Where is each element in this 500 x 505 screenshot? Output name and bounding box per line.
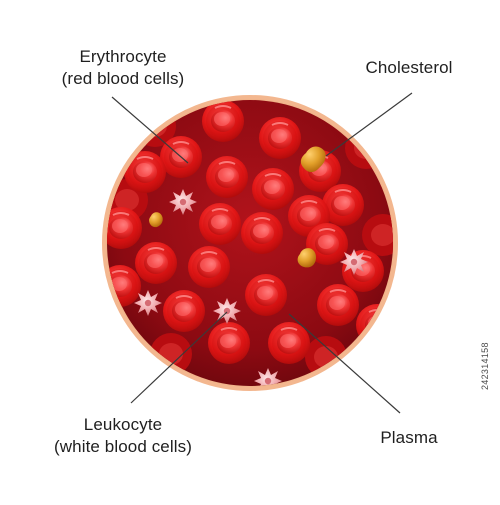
leukocyte-label-line1: Leukocyte (83, 415, 163, 434)
cholesterol-label: Cholesterol (349, 57, 469, 79)
leukocyte-label: Leukocyte (white blood cells) (18, 414, 228, 458)
cholesterol-particle (300, 146, 326, 173)
erythrocyte (201, 100, 245, 143)
erythrocyte-label: Erythrocyte (red blood cells) (33, 46, 213, 90)
blood-cells-field (107, 100, 393, 386)
stock-id-watermark: 242314158 (480, 342, 490, 390)
leukocyte-label-line2: (white blood cells) (54, 437, 192, 456)
erythrocyte-label-line2: (red blood cells) (61, 69, 185, 88)
cholesterol-pointer-line (325, 92, 413, 157)
erythrocyte (205, 155, 249, 199)
erythrocyte (198, 202, 242, 246)
cholesterol-particle (297, 248, 317, 268)
erythrocyte (251, 167, 295, 211)
erythrocyte-label-line1: Erythrocyte (79, 47, 167, 66)
cholesterol-label-text: Cholesterol (365, 58, 453, 77)
erythrocyte-pointer-line (111, 96, 189, 164)
plasma-label-text: Plasma (380, 428, 438, 447)
erythrocyte (316, 283, 360, 327)
erythrocyte-blurred (345, 127, 387, 169)
erythrocyte (162, 289, 206, 333)
leukocyte-pointer-line (130, 311, 228, 404)
plasma-pointer-line (288, 313, 401, 414)
circle-border (102, 95, 398, 391)
erythrocyte (258, 116, 302, 160)
plasma-label: Plasma (366, 427, 452, 449)
erythrocyte (240, 211, 284, 255)
cholesterol-particle (149, 212, 163, 228)
erythrocyte (207, 321, 251, 365)
erythrocyte (267, 321, 311, 365)
erythrocyte (187, 245, 231, 289)
erythrocyte (134, 241, 178, 285)
erythrocyte (244, 273, 288, 317)
